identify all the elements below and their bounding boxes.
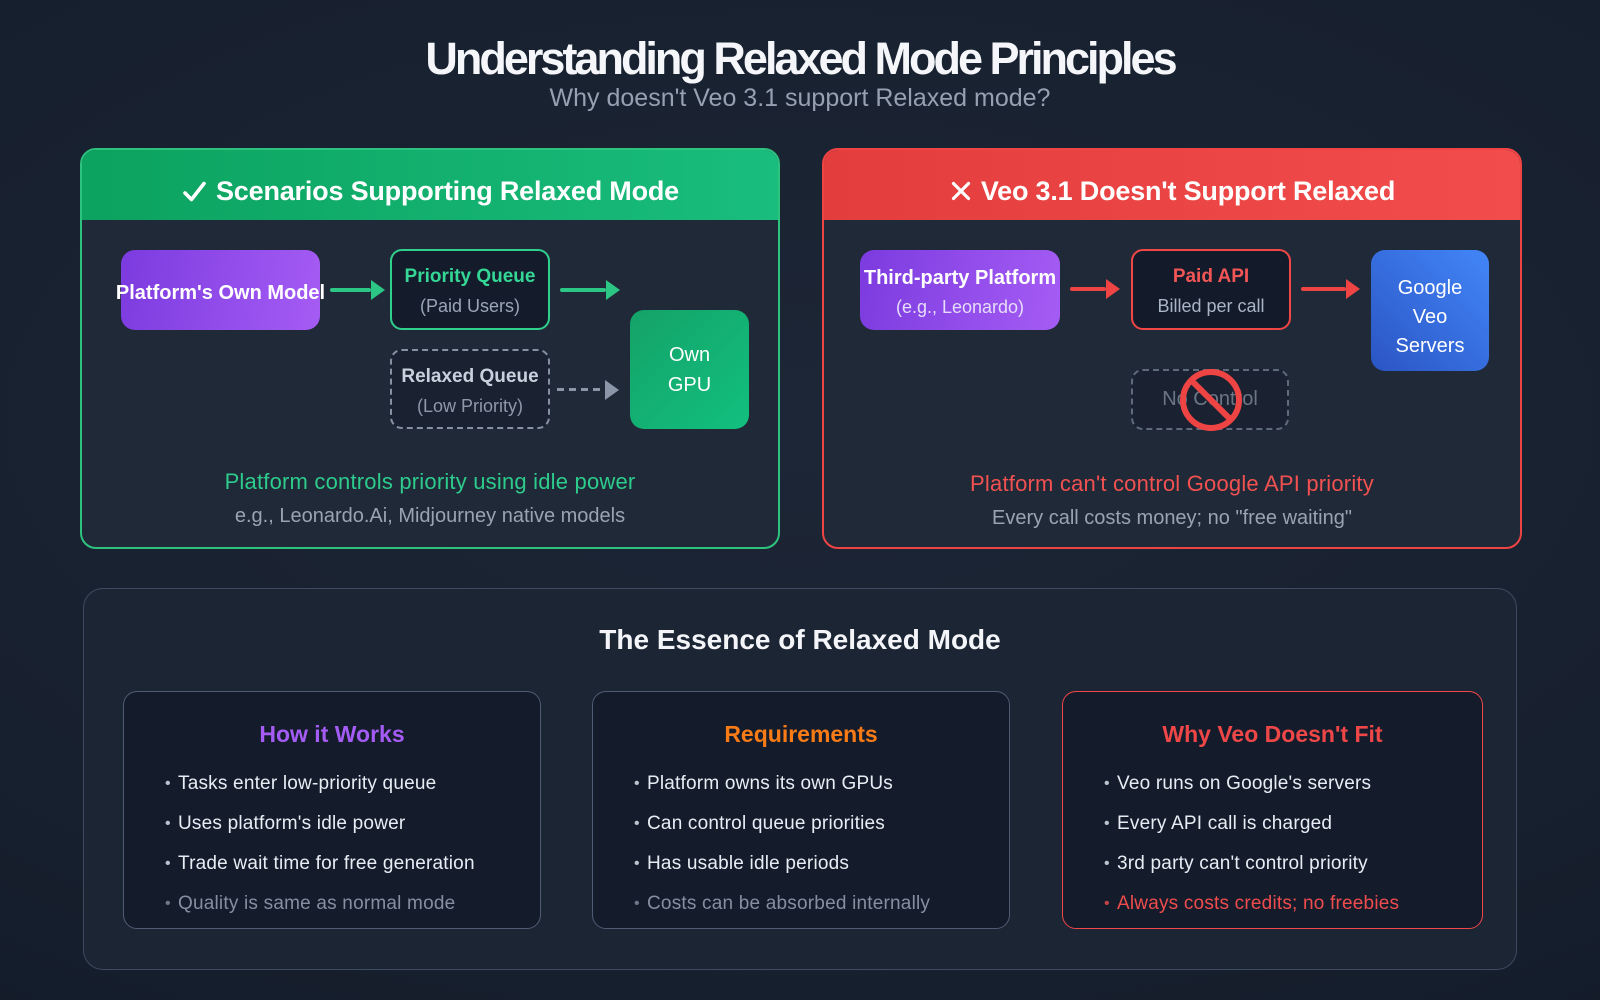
relaxed-queue-box: Relaxed Queue (Low Priority) <box>390 349 550 429</box>
panel-veo-not-supported: Veo 3.1 Doesn't Support Relaxed Third-pa… <box>822 148 1522 549</box>
list-item: 3rd party can't control priority <box>1063 844 1482 884</box>
right-panel-subcaption: Every call costs money; no "free waiting… <box>992 507 1352 529</box>
card-requirements-list: Platform owns its own GPUs Can control q… <box>593 764 1009 924</box>
list-item: Platform owns its own GPUs <box>593 764 1009 804</box>
paid-api-box: Paid API Billed per call <box>1131 249 1291 330</box>
card-why-veo-doesnt-fit-list: Veo runs on Google's servers Every API c… <box>1063 764 1482 924</box>
relaxed-queue-subtitle: (Low Priority) <box>416 395 523 416</box>
panel-veo-not-supported-body: Third-party Platform (e.g., Leonardo) Pa… <box>824 220 1520 547</box>
paid-api-subtitle: Billed per call <box>1157 296 1265 316</box>
card-why-veo-doesnt-fit-title: Why Veo Doesn't Fit <box>1162 721 1383 747</box>
list-item: Veo runs on Google's servers <box>1063 764 1482 804</box>
check-icon <box>183 181 206 201</box>
list-item: Can control queue priorities <box>593 804 1009 844</box>
page-title: Understanding Relaxed Mode Principles <box>425 33 1177 84</box>
cross-icon <box>951 181 970 201</box>
panel-relaxed-supported: Scenarios Supporting Relaxed Mode Platfo… <box>80 148 780 549</box>
list-item: Has usable idle periods <box>593 844 1009 884</box>
platform-own-model-label: Platform's Own Model <box>115 281 326 304</box>
list-item: Uses platform's idle power <box>124 804 540 844</box>
left-panel-caption: Platform controls priority using idle po… <box>224 469 636 494</box>
google-veo-servers-line2: Veo <box>1412 306 1448 328</box>
priority-queue-box: Priority Queue (Paid Users) <box>390 249 550 330</box>
card-how-it-works: How it Works Tasks enter low-priority qu… <box>123 691 541 929</box>
list-item: Every API call is charged <box>1063 804 1482 844</box>
card-why-veo-doesnt-fit: Why Veo Doesn't Fit Veo runs on Google's… <box>1062 691 1483 929</box>
third-party-platform-title: Third-party Platform <box>863 266 1057 289</box>
third-party-platform-box: Third-party Platform (e.g., Leonardo) <box>860 250 1060 330</box>
panel-relaxed-supported-header: Scenarios Supporting Relaxed Mode <box>82 150 778 220</box>
card-requirements: Requirements Platform owns its own GPUs … <box>592 691 1010 929</box>
card-how-it-works-title: How it Works <box>259 721 405 747</box>
list-item: Costs can be absorbed internally <box>593 884 1009 924</box>
list-item: Tasks enter low-priority queue <box>124 764 540 804</box>
card-requirements-title: Requirements <box>724 721 878 747</box>
priority-queue-title: Priority Queue <box>404 266 536 287</box>
prohibition-icon <box>1180 369 1242 431</box>
arrow-platform-to-api-icon <box>1070 287 1106 291</box>
page-subtitle: Why doesn't Veo 3.1 support Relaxed mode… <box>549 84 1051 112</box>
panel-relaxed-supported-body: Platform's Own Model Priority Queue (Pai… <box>82 220 778 547</box>
own-gpu-line1: Own <box>668 343 711 366</box>
arrow-api-to-servers-icon <box>1301 287 1346 291</box>
own-gpu-line2: GPU <box>667 373 712 396</box>
platform-own-model-box: Platform's Own Model <box>116 250 325 330</box>
list-item: Quality is same as normal mode <box>124 884 540 924</box>
priority-queue-subtitle: (Paid Users) <box>419 296 521 316</box>
arrow-relaxed-to-gpu-icon <box>557 388 605 391</box>
list-item: Always costs credits; no freebies <box>1063 884 1482 924</box>
right-panel-caption: Platform can't control Google API priori… <box>970 471 1374 496</box>
left-panel-subcaption: e.g., Leonardo.Ai, Midjourney native mod… <box>234 505 626 527</box>
google-veo-servers-line3: Servers <box>1395 335 1465 357</box>
google-veo-servers-box: Google Veo Servers <box>1371 250 1489 371</box>
relaxed-queue-title: Relaxed Queue <box>401 365 539 387</box>
essence-title: The Essence of Relaxed Mode <box>599 624 1001 655</box>
essence-section: The Essence of Relaxed Mode How it Works… <box>83 588 1517 970</box>
third-party-platform-subtitle: (e.g., Leonardo) <box>895 296 1025 317</box>
list-item: Trade wait time for free generation <box>124 844 540 884</box>
panel-veo-not-supported-title: Veo 3.1 Doesn't Support Relaxed <box>980 175 1396 206</box>
own-gpu-box: Own GPU <box>630 310 749 429</box>
arrow-priority-to-gpu-icon <box>560 288 606 292</box>
card-how-it-works-list: Tasks enter low-priority queue Uses plat… <box>124 764 540 924</box>
google-veo-servers-line1: Google <box>1397 277 1463 299</box>
arrow-model-to-priority-icon <box>330 288 371 292</box>
paid-api-title: Paid API <box>1172 266 1250 287</box>
panel-relaxed-supported-title: Scenarios Supporting Relaxed Mode <box>216 175 679 206</box>
panel-veo-not-supported-header: Veo 3.1 Doesn't Support Relaxed <box>824 150 1520 220</box>
